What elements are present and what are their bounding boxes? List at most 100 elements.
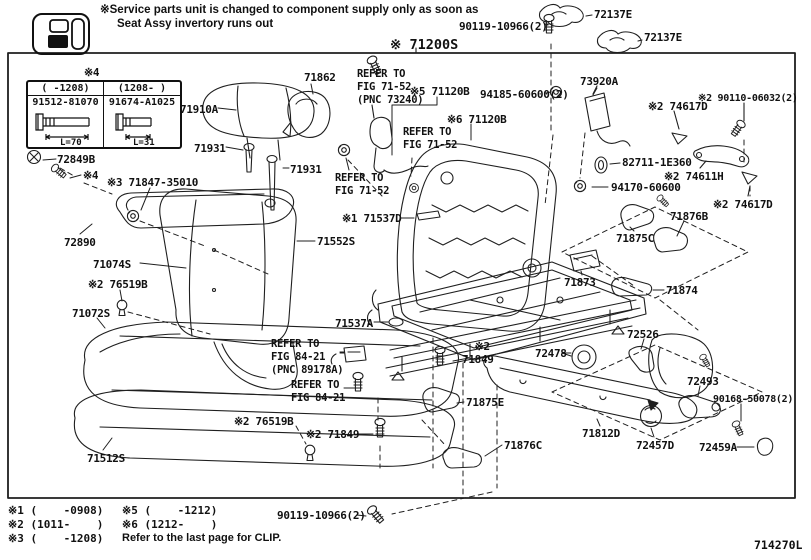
callout-72478[interactable]: 72478 xyxy=(535,347,567,360)
connector-drawing xyxy=(330,345,367,365)
callout-71537d[interactable]: ※1 71537D xyxy=(342,212,402,225)
callout-refer-8421-pnc89178a: REFER TO FIG 84-21 (PNC 89178A) xyxy=(271,338,344,376)
assembly-ref-71200s[interactable]: ※ 71200S xyxy=(390,37,459,53)
callout-71910a[interactable]: 71910A xyxy=(180,103,218,116)
cushion-frame-drawing xyxy=(366,261,647,381)
callout-71120b-note5[interactable]: ※5 71120B xyxy=(410,85,470,98)
armrest-drawing xyxy=(115,188,295,229)
callout-refer-7152-pnc73240: REFER TO FIG 71-52 (PNC 73240) xyxy=(357,68,424,106)
variant-part-late[interactable]: 91674-A1025 xyxy=(108,97,176,108)
callout-74611h[interactable]: ※2 74611H xyxy=(664,170,724,183)
callout-refer-7152-3: REFER TO FIG 71-52 xyxy=(335,172,390,197)
callout-72493[interactable]: 72493 xyxy=(687,375,719,388)
assembly-arrow xyxy=(647,399,659,411)
fastener-drawings xyxy=(26,13,748,526)
variant-part-early[interactable]: 91512-81070 xyxy=(28,96,104,109)
callout-74617d-2[interactable]: ※2 74617D xyxy=(713,198,773,211)
callout-76519b-1[interactable]: ※2 76519B xyxy=(88,278,148,291)
callout-71847-35010[interactable]: ※3 71847-35010 xyxy=(107,176,199,189)
callout-refer-7152-2: REFER TO FIG 71-52 xyxy=(403,126,458,151)
callout-71862[interactable]: 71862 xyxy=(304,71,336,84)
callout-72457d[interactable]: 72457D xyxy=(636,439,674,452)
callout-71873[interactable]: 71873 xyxy=(564,276,596,289)
variant-period-late: (1208- ) xyxy=(104,82,180,96)
callout-72137e-1[interactable]: 72137E xyxy=(594,8,632,21)
callout-71876b[interactable]: 71876B xyxy=(670,210,708,223)
callout-74617d-1[interactable]: ※2 74617D xyxy=(648,100,708,113)
headrest-drawing xyxy=(202,82,315,161)
diagram-border xyxy=(7,52,796,499)
callout-71874[interactable]: 71874 xyxy=(666,284,698,297)
callout-71876c[interactable]: 71876C xyxy=(504,439,542,452)
callout-note4-bolt: ※4 xyxy=(83,169,99,182)
bolt-l70-drawing xyxy=(34,113,90,140)
side-shield-drawing xyxy=(483,333,774,456)
callout-90168-50078[interactable]: 90168-50078(2) xyxy=(713,394,794,405)
bolt-l31-drawing xyxy=(115,113,152,140)
bolt-l70-cell xyxy=(28,109,104,147)
belt-retractor-drawing xyxy=(584,85,631,174)
callout-71537a[interactable]: 71537A xyxy=(335,317,373,330)
legend-note-6: ※6 (1212- ) xyxy=(122,518,218,531)
clip-72849b-drawing xyxy=(26,149,42,165)
callout-72137e-2[interactable]: 72137E xyxy=(644,31,682,44)
headrest-support-drawings xyxy=(243,142,278,211)
callout-94185-60600[interactable]: 94185-60600(2) xyxy=(480,88,569,101)
callout-71072s[interactable]: 71072S xyxy=(72,307,110,320)
callout-82711-1e360[interactable]: 82711-1E360 xyxy=(622,156,692,169)
callout-72890[interactable]: 72890 xyxy=(64,236,96,249)
dashed-lines xyxy=(59,43,763,515)
callout-71931-1[interactable]: 71931 xyxy=(194,142,226,155)
callout-71074s[interactable]: 71074S xyxy=(93,258,131,271)
legend-note-5: ※5 ( -1212) xyxy=(122,504,218,517)
callout-90119-10966-bottom[interactable]: 90119-10966(2) xyxy=(277,509,366,522)
callout-71875c[interactable]: 71875C xyxy=(616,232,654,245)
bolt-length-l31: L=31 xyxy=(133,138,155,148)
callout-71849-1[interactable]: ※2 71849 xyxy=(462,340,494,366)
service-note-line2: Seat Assy invertory runs out xyxy=(117,18,274,30)
callout-76519b-2[interactable]: ※2 76519B xyxy=(234,415,294,428)
callout-71875e[interactable]: 71875E xyxy=(466,396,504,409)
legend-note-3: ※3 ( -1208) xyxy=(8,532,104,545)
callout-71512s[interactable]: 71512S xyxy=(87,452,125,465)
callout-71849-2[interactable]: ※2 71849 xyxy=(306,428,360,441)
anchor-bar-drawing xyxy=(671,102,758,197)
variant-period-early: ( -1208) xyxy=(28,82,104,96)
callout-71552s[interactable]: 71552S xyxy=(317,235,355,248)
bolt-length-l70: L=70 xyxy=(60,138,82,148)
seat-position-icon xyxy=(32,13,90,55)
callout-90110-06032[interactable]: ※2 90110-06032(2) xyxy=(698,93,798,104)
seatback-cover-drawing xyxy=(159,188,298,390)
callout-73920a[interactable]: 73920A xyxy=(580,75,618,88)
callout-72526[interactable]: 72526 xyxy=(627,328,659,341)
wedge-74617d-1 xyxy=(671,132,688,145)
seatback-frame-drawing xyxy=(396,143,557,332)
wedge-74617d-2 xyxy=(741,171,758,185)
clip-72459a-drawing xyxy=(756,437,774,456)
callout-72459a[interactable]: 72459A xyxy=(699,441,737,454)
callout-72849b[interactable]: 72849B xyxy=(57,153,95,166)
bolt-variant-table: ( -1208) (1208- ) 91512-81070 91674-A102… xyxy=(26,80,182,149)
callout-71931-2[interactable]: 71931 xyxy=(290,163,322,176)
callout-71120b-note6[interactable]: ※6 71120B xyxy=(447,113,507,126)
service-note-line1: ※Service parts unit is changed to compon… xyxy=(100,4,479,16)
callout-71812d[interactable]: 71812D xyxy=(582,427,620,440)
leader-lines xyxy=(42,24,755,517)
clip-note: Refer to the last page for CLIP. xyxy=(122,532,282,544)
table-note-4: ※4 xyxy=(84,66,100,79)
bracket-drawings xyxy=(422,204,689,469)
cover-72526-drawing xyxy=(628,345,655,373)
callout-94170-60600[interactable]: 94170-60600 xyxy=(611,181,681,194)
cushion-pad-drawing xyxy=(73,389,456,467)
handle-72493-drawing xyxy=(678,395,721,419)
legend-note-2: ※2 (1011- ) xyxy=(8,518,104,531)
callout-refer-8421-2: REFER TO FIG 84-21 xyxy=(291,379,346,404)
callout-90119-10966-top[interactable]: 90119-10966(2) xyxy=(459,20,548,33)
spacer-71537a-drawing xyxy=(388,317,404,327)
strip-71537d-drawing xyxy=(416,210,441,221)
drawing-number: 714270L xyxy=(754,538,803,552)
knob-72478-drawing xyxy=(571,344,597,370)
bolt-l31-cell xyxy=(104,109,180,147)
